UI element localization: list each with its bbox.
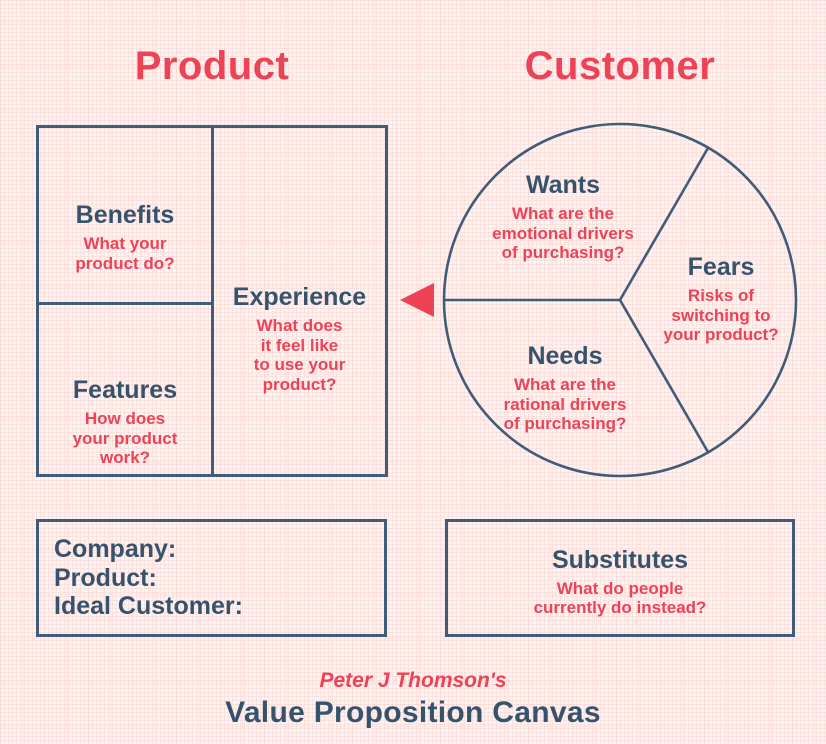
features-cell: Features How does your product work? xyxy=(39,305,211,474)
product-column-header: Product xyxy=(134,44,290,88)
left-arrow-icon xyxy=(400,283,434,317)
footer-canvas-title: Value Proposition Canvas xyxy=(225,696,601,729)
product-grid-box: Benefits What your product do? Features … xyxy=(36,125,388,477)
company-label: Company: xyxy=(54,535,177,564)
footer-attribution: Peter J Thomson's xyxy=(319,669,507,692)
product-grid-horizontal-divider xyxy=(39,302,211,305)
fears-title: Fears xyxy=(687,253,755,281)
needs-segment: Needs What are the rational drivers of p… xyxy=(465,341,665,434)
experience-subtitle: What does it feel like to use your produ… xyxy=(253,316,346,394)
benefits-cell: Benefits What your product do? xyxy=(39,128,211,302)
benefits-subtitle: What your product do? xyxy=(75,234,175,273)
experience-cell: Experience What does it feel like to use… xyxy=(214,128,385,474)
experience-title: Experience xyxy=(232,283,367,311)
substitutes-box: Substitutes What do people currently do … xyxy=(445,519,795,637)
company-info-box: Company: Product: Ideal Customer: xyxy=(36,519,387,637)
product-label: Product: xyxy=(54,563,157,592)
needs-title: Needs xyxy=(527,342,603,370)
substitutes-subtitle: What do people currently do instead? xyxy=(533,578,707,618)
fears-segment: Fears Risks of switching to your product… xyxy=(621,252,821,345)
features-subtitle: How does your product work? xyxy=(72,409,178,467)
needs-subtitle: What are the rational drivers of purchas… xyxy=(503,375,627,433)
ideal-customer-label: Ideal Customer: xyxy=(54,592,243,621)
customer-column-header: Customer xyxy=(524,44,716,88)
fears-subtitle: Risks of switching to your product? xyxy=(663,286,779,344)
product-grid-vertical-divider xyxy=(211,128,214,474)
features-title: Features xyxy=(72,376,178,404)
wants-title: Wants xyxy=(525,171,601,199)
wants-subtitle: What are the emotional drivers of purcha… xyxy=(492,204,634,262)
wants-segment: Wants What are the emotional drivers of … xyxy=(463,170,663,263)
substitutes-title: Substitutes xyxy=(551,545,689,574)
benefits-title: Benefits xyxy=(75,201,175,229)
